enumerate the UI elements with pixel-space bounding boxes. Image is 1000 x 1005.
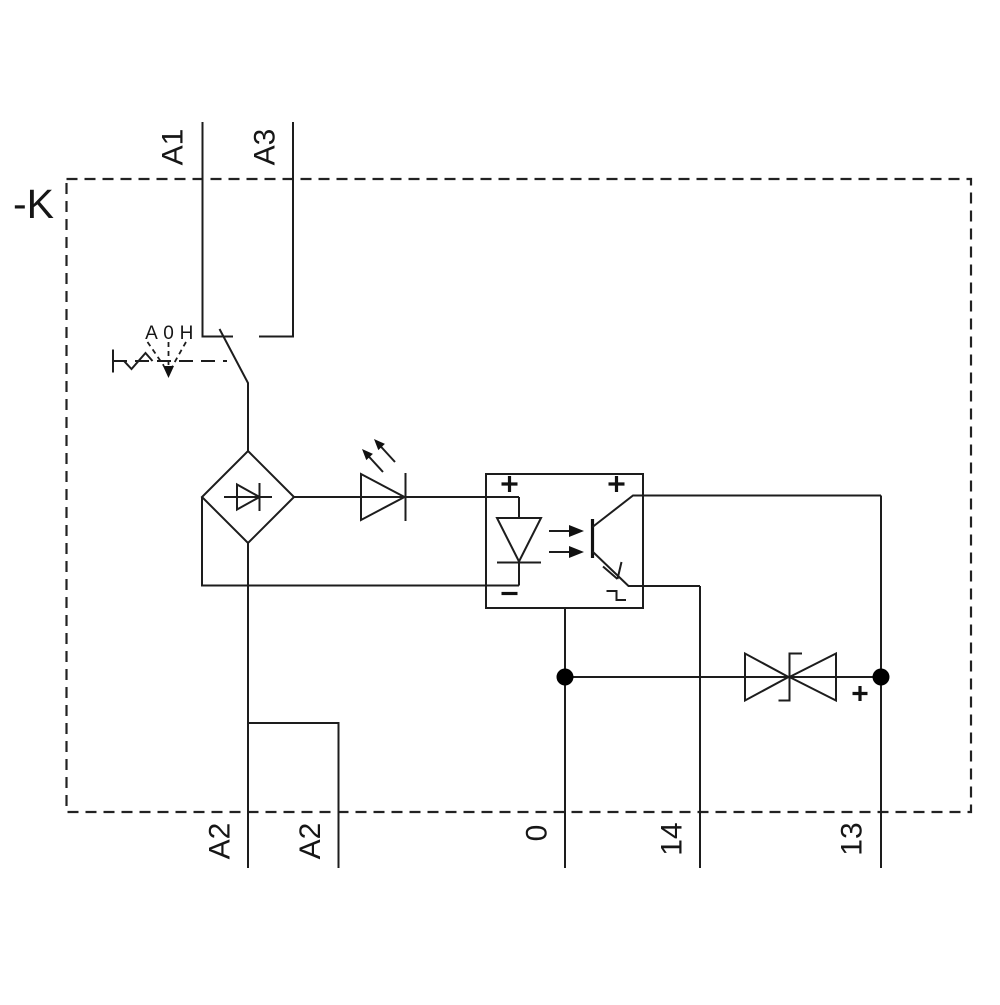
selector-arrow-icon xyxy=(163,366,174,378)
tvs-diode-icon xyxy=(744,651,837,703)
bridge-rectifier-icon xyxy=(200,449,296,545)
module-label: -K xyxy=(13,181,54,227)
led-ray-1-arrowhead xyxy=(362,449,373,461)
terminal-label-a1: A1 xyxy=(157,129,190,166)
optocoupler-input-plus-icon xyxy=(501,476,518,492)
terminal-label-a3: A3 xyxy=(249,129,282,166)
tvs-right-triangle xyxy=(787,651,837,703)
guide-line-a xyxy=(146,341,165,367)
terminal-label-0: 0 xyxy=(521,825,554,842)
optocoupler-output-plus-icon xyxy=(608,476,625,492)
emitter-arrowhead-icon xyxy=(602,561,623,580)
actuator-position-label-a: A xyxy=(145,323,158,344)
wire-a2-branch xyxy=(248,722,340,868)
terminal-line-a1 xyxy=(201,122,233,338)
terminal-label-14: 14 xyxy=(656,822,689,855)
output-pulse-icon xyxy=(606,590,626,601)
actuator-position-label-h: H xyxy=(180,323,194,344)
optocoupler-icon xyxy=(485,473,881,609)
terminal-line-a3 xyxy=(259,122,294,338)
module-enclosure-border xyxy=(65,177,973,814)
led-ray-1 xyxy=(366,453,384,473)
light-coupling-arrows-icon xyxy=(549,525,584,558)
led-ray-2-arrowhead xyxy=(374,439,385,451)
junction-dot-left xyxy=(556,668,574,686)
switch-blade xyxy=(218,328,249,451)
guide-line-h xyxy=(171,341,187,367)
terminal-label-a2-2: A2 xyxy=(294,823,327,860)
tvs-polarity-plus-icon xyxy=(852,686,868,701)
junction-dot-right xyxy=(872,668,890,686)
led-triangle xyxy=(360,472,407,522)
manual-switch-icon: A 0 H xyxy=(112,323,249,451)
wire-bridge-return xyxy=(201,497,519,587)
phototransistor-emitter-wire xyxy=(591,550,700,587)
led-icon xyxy=(360,439,407,522)
phototransistor-icon xyxy=(590,494,881,587)
led-ray-2 xyxy=(378,443,396,463)
actuator-position-label-0: 0 xyxy=(163,323,174,344)
terminal-label-a2-1: A2 xyxy=(204,823,237,860)
tvs-left-triangle xyxy=(744,651,791,703)
phototransistor-collector-wire xyxy=(591,494,881,528)
photodiode-triangle xyxy=(495,517,543,564)
bridge-diode-triangle xyxy=(236,482,262,512)
tvs-zener-bar xyxy=(778,652,802,702)
actuator-zigzag-icon xyxy=(123,351,154,371)
optocoupler-box xyxy=(485,473,644,609)
terminal-label-13: 13 xyxy=(836,822,869,855)
